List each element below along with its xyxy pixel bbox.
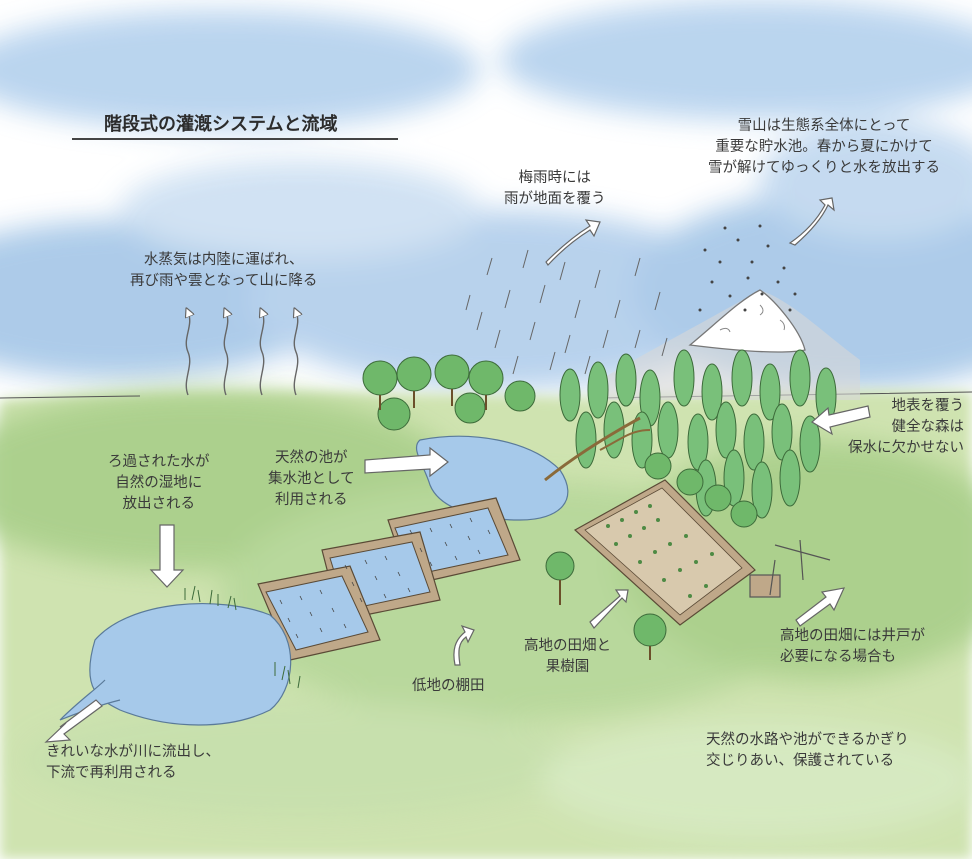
title-underline xyxy=(72,138,398,140)
sky xyxy=(0,0,972,420)
broadleaf-trees xyxy=(362,354,758,660)
upland-fields-label: 高地の田畑と 果樹園 xyxy=(524,638,611,675)
wells-label: 高地の田畑には井戸が 必要になる場合も xyxy=(780,628,925,665)
forest-label: 地表を覆う 健全な森は 保水に欠かせない xyxy=(848,398,964,456)
snow-mountain-label: 雪山は生態系全体にとって 重要な貯水池。春から夏にかけて 雪が解けてゆっくりと水… xyxy=(708,118,940,176)
snowfall xyxy=(698,224,798,312)
well xyxy=(749,539,831,598)
wetland-pond xyxy=(59,585,301,726)
ground xyxy=(0,390,972,859)
page-title: 階段式の灌漑システムと流域 xyxy=(104,114,338,135)
upland-fields xyxy=(573,479,756,626)
filtered-water-label: ろ過された水が 自然の湿地に 放出される xyxy=(108,454,210,512)
natural-pond-label: 天然の池が 集水池として 利用される xyxy=(268,450,355,508)
natural-pond xyxy=(415,416,651,521)
terraced-rice-paddies xyxy=(257,497,521,661)
waterways-label: 天然の水路や池ができるかぎり 交じりあい、保護されている xyxy=(706,732,909,769)
clean-river-label: きれいな水が川に流出し、 下流で再利用される xyxy=(46,744,220,781)
lowland-terraces-label: 低地の棚田 xyxy=(412,678,485,694)
water-vapor-arrows xyxy=(186,312,297,396)
flow-arrows xyxy=(44,197,871,743)
cypress-forest xyxy=(559,349,837,519)
water-vapor-label: 水蒸気は内陸に運ばれ、 再び雨や雲となって山に降る xyxy=(130,252,318,289)
rainy-season-label: 梅雨時には 雨が地面を覆う xyxy=(504,170,606,207)
